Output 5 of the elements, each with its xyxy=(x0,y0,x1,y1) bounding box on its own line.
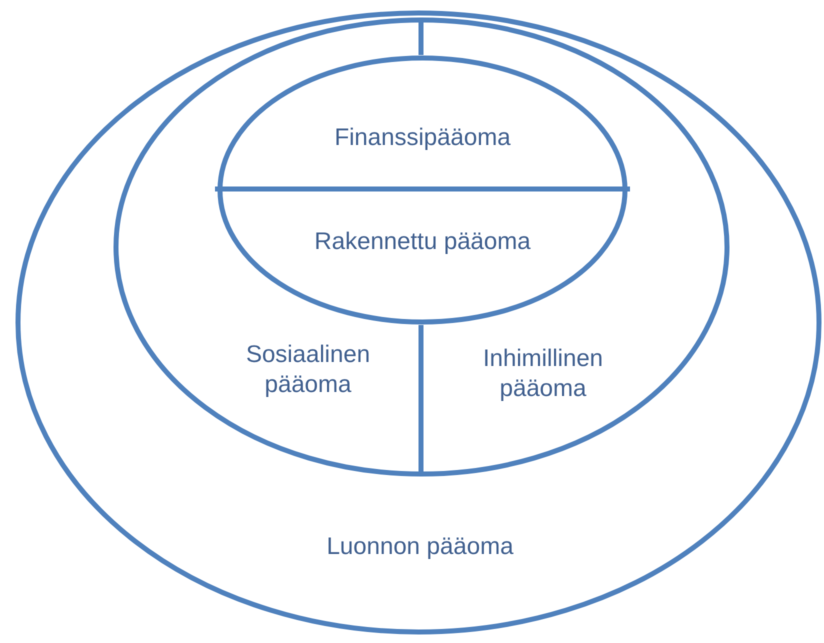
ellipse-label: Finanssipääoma xyxy=(333,123,512,153)
ellipse-label: Luonnon pääoma xyxy=(326,532,514,562)
ellipse-label: Inhimillinen pääoma xyxy=(482,344,604,404)
ellipse-label: Rakennettu pääoma xyxy=(313,227,532,257)
ellipse-label: Sosiaalinen pääoma xyxy=(244,340,372,400)
